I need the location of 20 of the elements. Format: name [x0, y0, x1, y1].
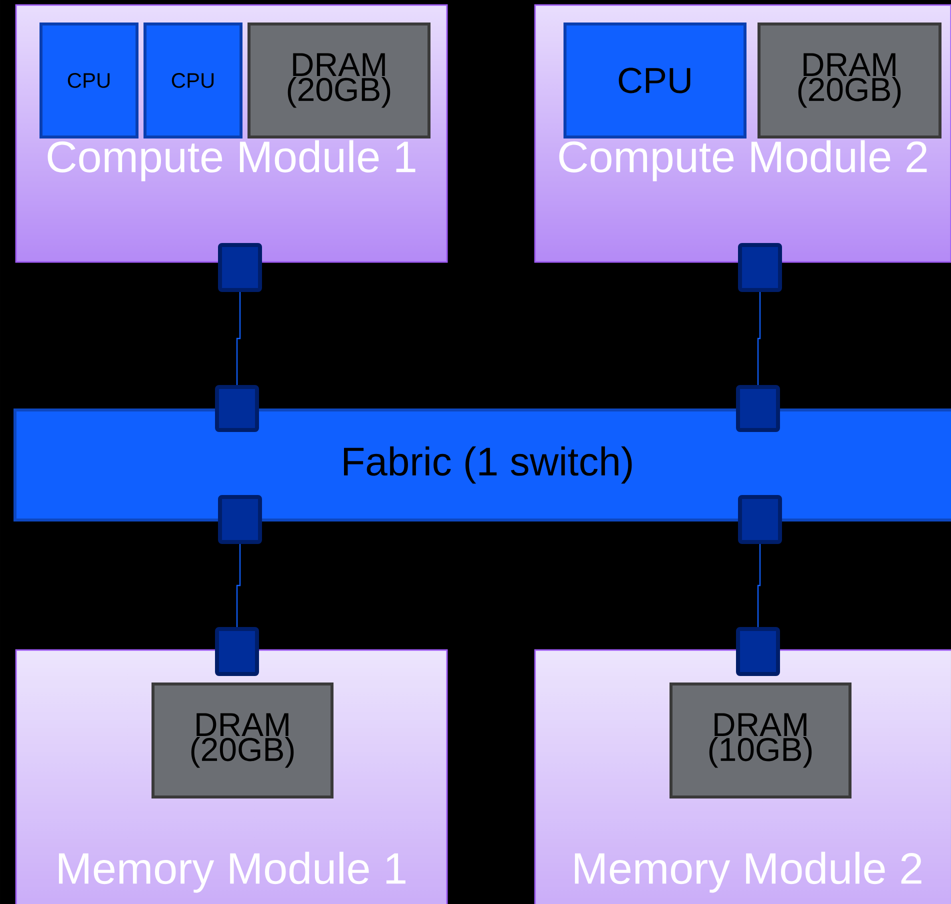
- port-square: [215, 627, 259, 676]
- port-square: [218, 243, 262, 292]
- connector-line: [757, 292, 761, 385]
- port-square: [218, 495, 262, 544]
- port-square: [215, 385, 259, 432]
- connector-line: [757, 544, 761, 627]
- dram-box: DRAM (10GB): [670, 682, 852, 798]
- fabric-bar: Fabric (1 switch): [14, 408, 951, 522]
- port-square: [738, 495, 782, 544]
- port-square: [736, 627, 780, 676]
- dram-box: DRAM (20GB): [152, 682, 334, 798]
- connector-line: [236, 292, 241, 385]
- connector-line: [236, 544, 241, 627]
- cpu-box: CPU: [144, 22, 242, 138]
- dram-box: DRAM (20GB): [758, 22, 942, 138]
- cpu-box: CPU: [40, 22, 138, 138]
- port-square: [736, 385, 780, 432]
- cpu-box: CPU: [564, 22, 746, 138]
- port-square: [738, 243, 782, 292]
- dram-box: DRAM (20GB): [248, 22, 430, 138]
